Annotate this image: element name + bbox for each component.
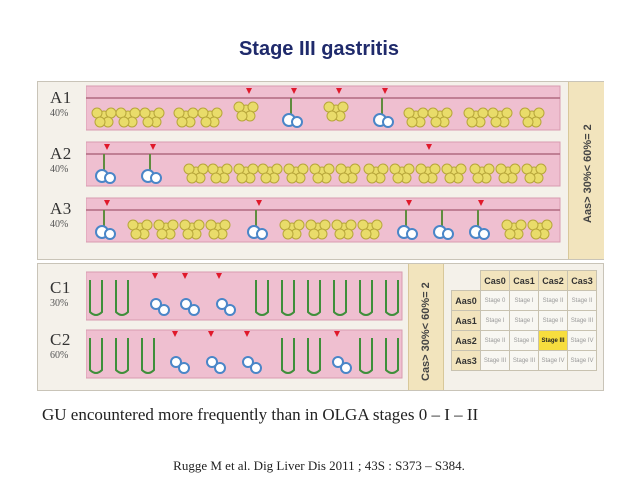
table-cell: Stage IV <box>538 350 568 371</box>
row-label-c2: C2 60% <box>50 330 71 361</box>
corpus-markers <box>152 273 340 337</box>
corpus-metaplasia <box>150 298 352 374</box>
slide-caption: GU encountered more frequently than in O… <box>42 405 479 424</box>
table-cell: Stage II <box>538 290 568 311</box>
table-cell: Stage IV <box>567 350 597 371</box>
row-name: C2 <box>50 330 71 349</box>
table-row: Aas1 Stage I Stage I Stage II Stage III <box>451 310 597 331</box>
col-header: Cas3 <box>567 270 597 291</box>
corpus-gland-illustration <box>86 271 403 379</box>
corpus-sidebar: Cas> 30%< 60%= 2 <box>408 264 444 390</box>
citation: Rugge M et al. Dig Liver Dis 2011 ; 43S … <box>173 458 465 473</box>
table-cell: Stage III <box>509 350 539 371</box>
olga-stage-table: Cas0 Cas1 Cas2 Cas3 Aas0 Stage 0 Stage I… <box>451 270 597 371</box>
antrum-gland-illustration <box>86 85 561 243</box>
row-name: A1 <box>50 88 72 107</box>
row-header: Aas2 <box>451 330 481 351</box>
stage-table-header: Cas0 Cas1 Cas2 Cas3 <box>452 270 597 291</box>
table-cell: Stage II <box>480 330 510 351</box>
table-row: Aas2 Stage II Stage II Stage III Stage I… <box>451 330 597 351</box>
row-percent: 40% <box>50 108 69 119</box>
marker-triangles <box>104 88 484 206</box>
table-corner <box>452 271 481 291</box>
table-cell: Stage I <box>509 310 539 331</box>
table-cell: Stage III <box>567 310 597 331</box>
table-cell: Stage I <box>509 290 539 311</box>
row-label-a2: A2 40% <box>50 144 72 175</box>
table-row: Aas3 Stage III Stage III Stage IV Stage … <box>451 350 597 371</box>
table-cell: Stage I <box>480 310 510 331</box>
row-percent: 30% <box>50 298 69 309</box>
table-cell: Stage IV <box>567 330 597 351</box>
row-name: C1 <box>50 278 71 297</box>
row-percent: 60% <box>50 350 69 361</box>
highlighted-cell: Stage III <box>538 330 568 351</box>
row-percent: 40% <box>50 219 69 230</box>
row-header: Aas3 <box>451 350 481 371</box>
slide-title: Stage III gastritis <box>238 38 400 60</box>
row-name: A3 <box>50 199 72 218</box>
table-cell: Stage III <box>480 350 510 371</box>
antrum-sidebar-label: Aas> 30%< 60%= 2 <box>582 124 594 223</box>
row-header: Aas0 <box>451 290 481 311</box>
col-header: Cas0 <box>480 270 510 291</box>
row-percent: 40% <box>50 164 69 175</box>
col-header: Cas1 <box>509 270 539 291</box>
row-label-a3: A3 40% <box>50 199 72 230</box>
table-cell: Stage II <box>567 290 597 311</box>
corpus-glands <box>89 280 399 374</box>
row-label-a1: A1 40% <box>50 88 72 119</box>
antrum-panel: A1 40% A2 40% A3 40% <box>37 81 604 260</box>
corpus-sidebar-label: Cas> 30%< 60%= 2 <box>420 282 432 381</box>
row-header: Aas1 <box>451 310 481 331</box>
col-header: Cas2 <box>538 270 568 291</box>
table-cell: Stage II <box>509 330 539 351</box>
row-label-c1: C1 30% <box>50 278 71 309</box>
table-cell: Stage 0 <box>480 290 510 311</box>
table-cell: Stage II <box>538 310 568 331</box>
table-row: Aas0 Stage 0 Stage I Stage II Stage II <box>451 290 597 311</box>
row-name: A2 <box>50 144 72 163</box>
antrum-sidebar: Aas> 30%< 60%= 2 <box>568 82 604 259</box>
